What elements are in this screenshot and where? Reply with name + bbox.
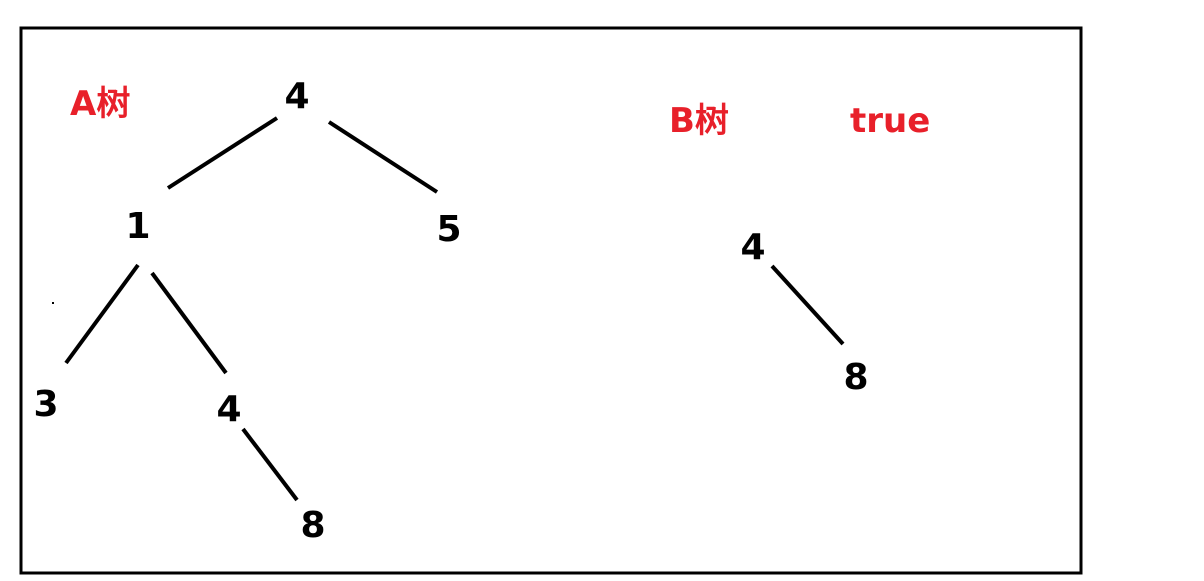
tree-a-edge-left-leftright [150,271,228,375]
tree-a-edges [64,116,439,502]
tree-a-node-left: 1 [125,206,150,247]
result-label: true [850,101,930,141]
tree-a-edge-leftright-child [241,427,299,502]
tree-b-edge-root-right [770,264,845,346]
tree-a-node-right: 5 [436,209,461,250]
tree-a-edge-root-left [166,116,279,190]
tree-a-edge-root-right [327,120,439,194]
tree-b-label: B树 [669,101,729,141]
tree-a-node-root: 4 [284,76,309,117]
tree-b-node-root: 4 [740,227,765,268]
stray-dot [52,302,54,304]
tree-b-node-right: 8 [843,357,868,398]
tree-b-nodes: 4 8 [740,227,868,398]
diagram-frame [19,26,1083,575]
tree-b-edges [770,264,845,346]
tree-a-edge-left-leftleft [64,263,140,365]
tree-a-node-left-left: 3 [33,384,58,425]
tree-a-nodes: 4 1 5 3 4 8 [33,76,461,546]
tree-a-label: A树 [70,84,130,124]
tree-a-node-left-right: 4 [216,389,241,430]
tree-a-node-left-right-right: 8 [300,505,325,546]
